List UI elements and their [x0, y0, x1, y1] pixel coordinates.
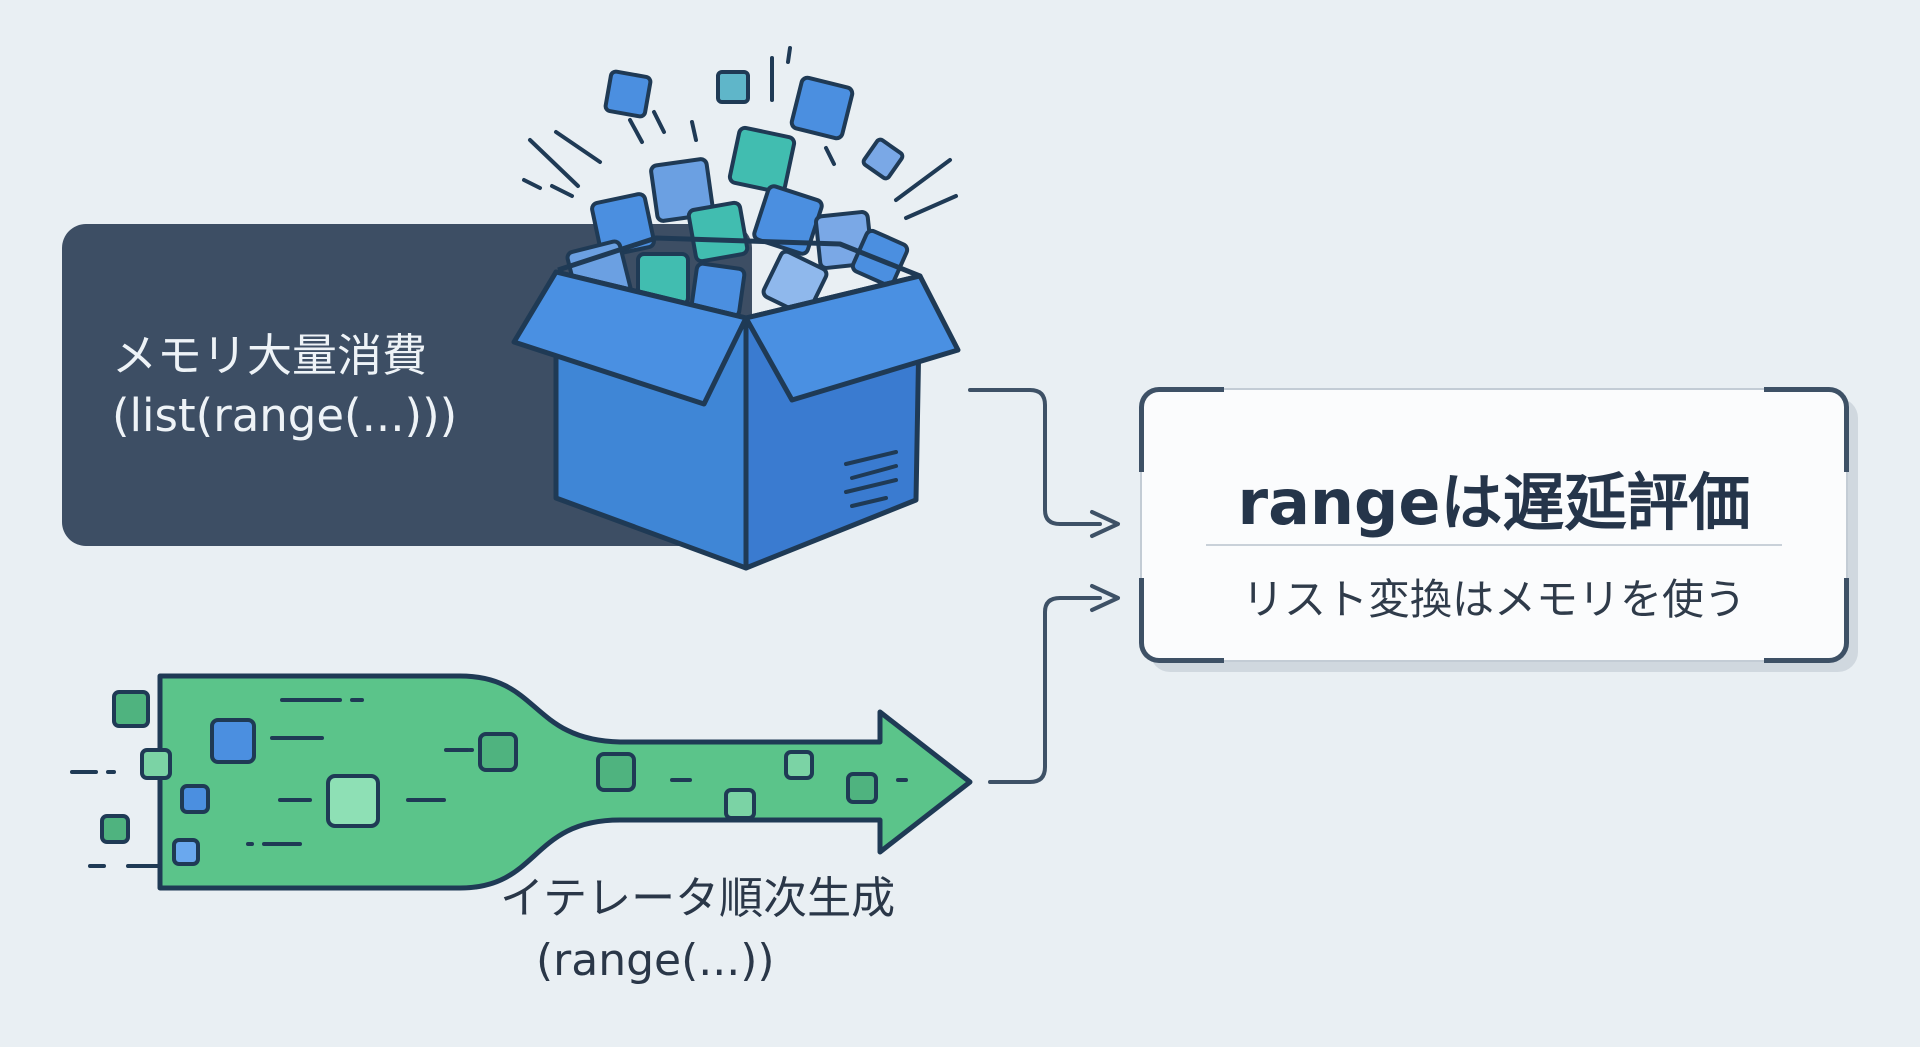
- corner-bracket: [1139, 387, 1224, 472]
- result-divider: [1206, 544, 1782, 546]
- iterator-title: イテレータ順次生成: [500, 873, 896, 924]
- corner-bracket: [1764, 578, 1849, 663]
- list-memory-code: (list(range(...))): [112, 389, 458, 442]
- box-vent-lines: [844, 450, 898, 508]
- result-title: rangeは遅延評価: [1237, 466, 1751, 539]
- stream-speed-lines: [70, 698, 908, 868]
- iterator-label: イテレータ順次生成 (range(...)): [500, 868, 895, 992]
- corner-bracket: [1764, 387, 1849, 472]
- list-memory-label: メモリ大量消費 (list(range(...))): [112, 326, 492, 446]
- connector-bottom: [988, 584, 1120, 784]
- list-memory-title: メモリ大量消費: [112, 329, 428, 382]
- result-subtitle: リスト変換はメモリを使う: [1241, 575, 1746, 624]
- box-icon: [511, 235, 961, 571]
- result-box: rangeは遅延評価 リスト変換はメモリを使う: [1139, 387, 1849, 663]
- connector-top: [968, 388, 1120, 538]
- burst-lines: [522, 46, 958, 220]
- stream-data-blocks: [100, 690, 878, 866]
- data-cubes-icon: [565, 69, 910, 319]
- stream-arrow-icon: [157, 673, 973, 891]
- iterator-code: (range(...)): [536, 935, 775, 986]
- corner-bracket: [1139, 578, 1224, 663]
